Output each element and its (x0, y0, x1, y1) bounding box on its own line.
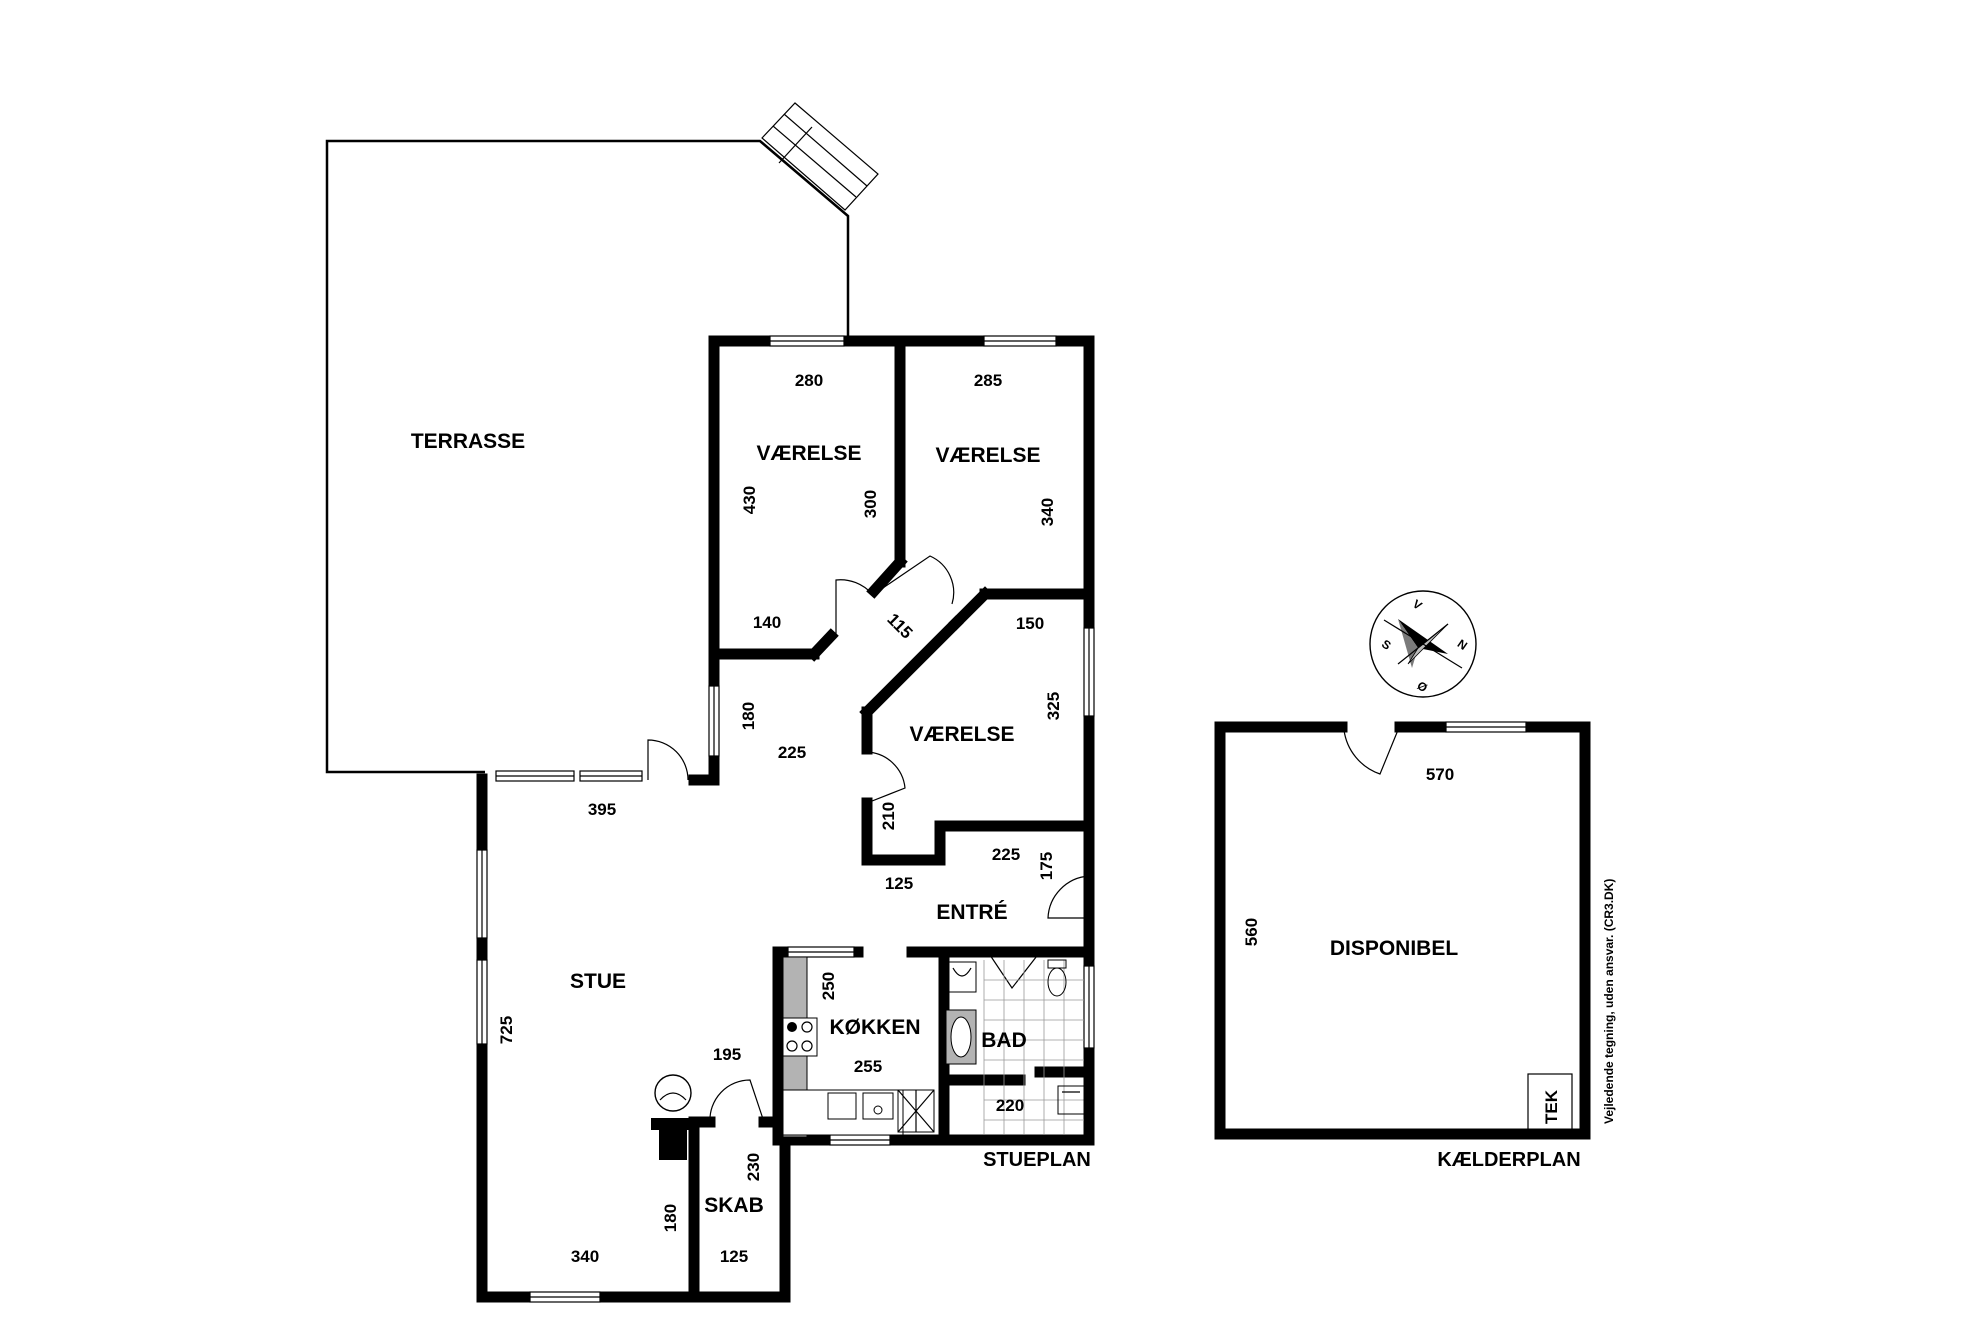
dim-v1-width: 280 (795, 371, 823, 390)
dim-skab-h: 180 (661, 1204, 680, 1232)
dim-v2-height: 340 (1038, 498, 1057, 526)
dim-v1-bottom: 140 (753, 613, 781, 632)
dim-skab-v: 230 (744, 1153, 763, 1181)
dim-kaelder-h: 560 (1242, 918, 1261, 946)
dim-entre-w: 225 (992, 845, 1020, 864)
chimney (651, 1118, 695, 1130)
label-vaerelse-1: VÆRELSE (756, 442, 861, 465)
chimney-stack (659, 1130, 687, 1160)
plan-titles: STUEPLAN KÆLDERPLAN Vejledende tegning, … (983, 879, 1616, 1171)
dim-v3-top: 150 (1016, 614, 1044, 633)
wood-stove (654, 1074, 692, 1112)
label-terrasse: TERRASSE (411, 430, 525, 453)
dim-v1-height: 430 (740, 486, 759, 514)
dim-stue-inner: 195 (713, 1045, 741, 1064)
dim-stue-height: 725 (497, 1016, 516, 1044)
ground-doors (647, 555, 1090, 1123)
room-labels: TERRASSE VÆRELSE VÆRELSE VÆRELSE STUE EN… (411, 430, 1561, 1217)
dim-entre-bottom: 125 (885, 874, 913, 893)
label-tek: TEK (1542, 1089, 1561, 1124)
compass-icon (1369, 590, 1477, 698)
dim-v1-inner: 300 (861, 490, 880, 518)
dim-v2-width: 285 (974, 371, 1002, 390)
disclaimer: Vejledende tegning, uden ansvar. (CR3.DK… (1602, 879, 1616, 1124)
label-entre: ENTRÉ (936, 901, 1007, 924)
title-kaelderplan: KÆLDERPLAN (1437, 1149, 1580, 1171)
title-stueplan: STUEPLAN (983, 1149, 1091, 1171)
label-kokken: KØKKEN (829, 1016, 920, 1039)
label-stue: STUE (570, 970, 626, 993)
dim-hall-diag: 115 (883, 610, 916, 643)
basement (1214, 721, 1591, 1140)
label-vaerelse-3: VÆRELSE (909, 723, 1014, 746)
label-disponibel: DISPONIBEL (1330, 937, 1459, 960)
dim-skab-w: 125 (720, 1247, 748, 1266)
terrace (325, 102, 879, 774)
label-bad: BAD (981, 1029, 1027, 1052)
label-skab: SKAB (704, 1194, 764, 1217)
dim-entre-h: 175 (1037, 852, 1056, 880)
tek-box (1527, 1073, 1573, 1131)
kitchen-fixtures (782, 956, 935, 1138)
dim-kokken-h: 250 (819, 972, 838, 1000)
ground-floor-walls (476, 335, 1095, 1303)
ground-windows (476, 335, 1095, 1303)
dimension-labels: 280 430 300 140 285 340 115 150 325 210 … (497, 371, 1454, 1266)
dim-v3-height: 325 (1044, 692, 1063, 720)
dim-bad-w: 220 (996, 1096, 1024, 1115)
dim-stue-top: 395 (588, 800, 616, 819)
dim-kaelder-w: 570 (1426, 765, 1454, 784)
bath-fixtures (945, 959, 1085, 1134)
dim-v3-bottom: 210 (879, 802, 898, 830)
dim-kokken-w: 255 (854, 1057, 882, 1076)
label-vaerelse-2: VÆRELSE (935, 444, 1040, 467)
terrace-stairs (761, 102, 879, 211)
dim-stue-bottom: 340 (571, 1247, 599, 1266)
dim-hall-v: 180 (739, 702, 758, 730)
dim-hall-w: 225 (778, 743, 806, 762)
